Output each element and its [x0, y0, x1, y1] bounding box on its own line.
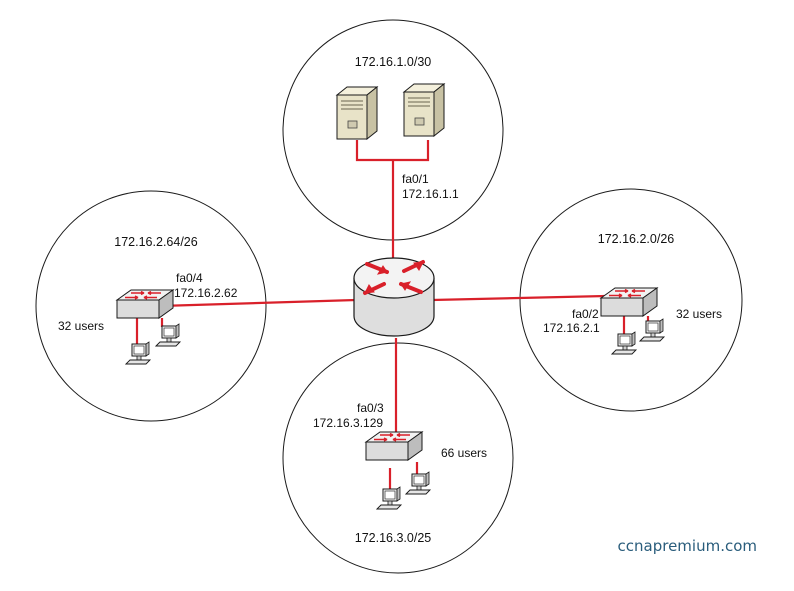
- link-servers-bus: [355, 140, 430, 162]
- network-links: [135, 140, 650, 490]
- ip-label-bottom: 172.16.3.129: [313, 416, 383, 430]
- users-label-bottom: 66 users: [441, 446, 487, 460]
- zone-bottom-circle: [282, 342, 514, 574]
- watermark-text: ccnapremium.com: [618, 537, 757, 555]
- router-icon: [353, 257, 435, 337]
- switch-icon-right: [600, 287, 658, 317]
- network-label-top: 172.16.1.0/30: [355, 55, 432, 69]
- network-label-bottom: 172.16.3.0/25: [355, 531, 432, 545]
- link-router-right: [431, 294, 607, 302]
- zone-right-circle: [519, 188, 743, 412]
- interface-label-right: fa0/2: [572, 307, 599, 321]
- users-label-left: 32 users: [58, 319, 104, 333]
- zone-left-circle: [35, 190, 267, 422]
- interface-label-top: fa0/1: [402, 172, 429, 186]
- users-label-right: 32 users: [676, 307, 722, 321]
- interface-label-bottom: fa0/3: [357, 401, 384, 415]
- ip-label-right: 172.16.2.1: [543, 321, 600, 335]
- switch-icon-left: [116, 289, 174, 319]
- interface-label-left: fa0/4: [176, 271, 203, 285]
- network-label-left: 172.16.2.64/26: [114, 235, 197, 249]
- switch-icon-bottom: [365, 431, 423, 461]
- network-label-right: 172.16.2.0/26: [598, 232, 675, 246]
- server-icon: [336, 83, 445, 140]
- ip-label-top: 172.16.1.1: [402, 187, 459, 201]
- ip-label-left: 172.16.2.62: [174, 286, 238, 300]
- link-router-left: [159, 298, 357, 308]
